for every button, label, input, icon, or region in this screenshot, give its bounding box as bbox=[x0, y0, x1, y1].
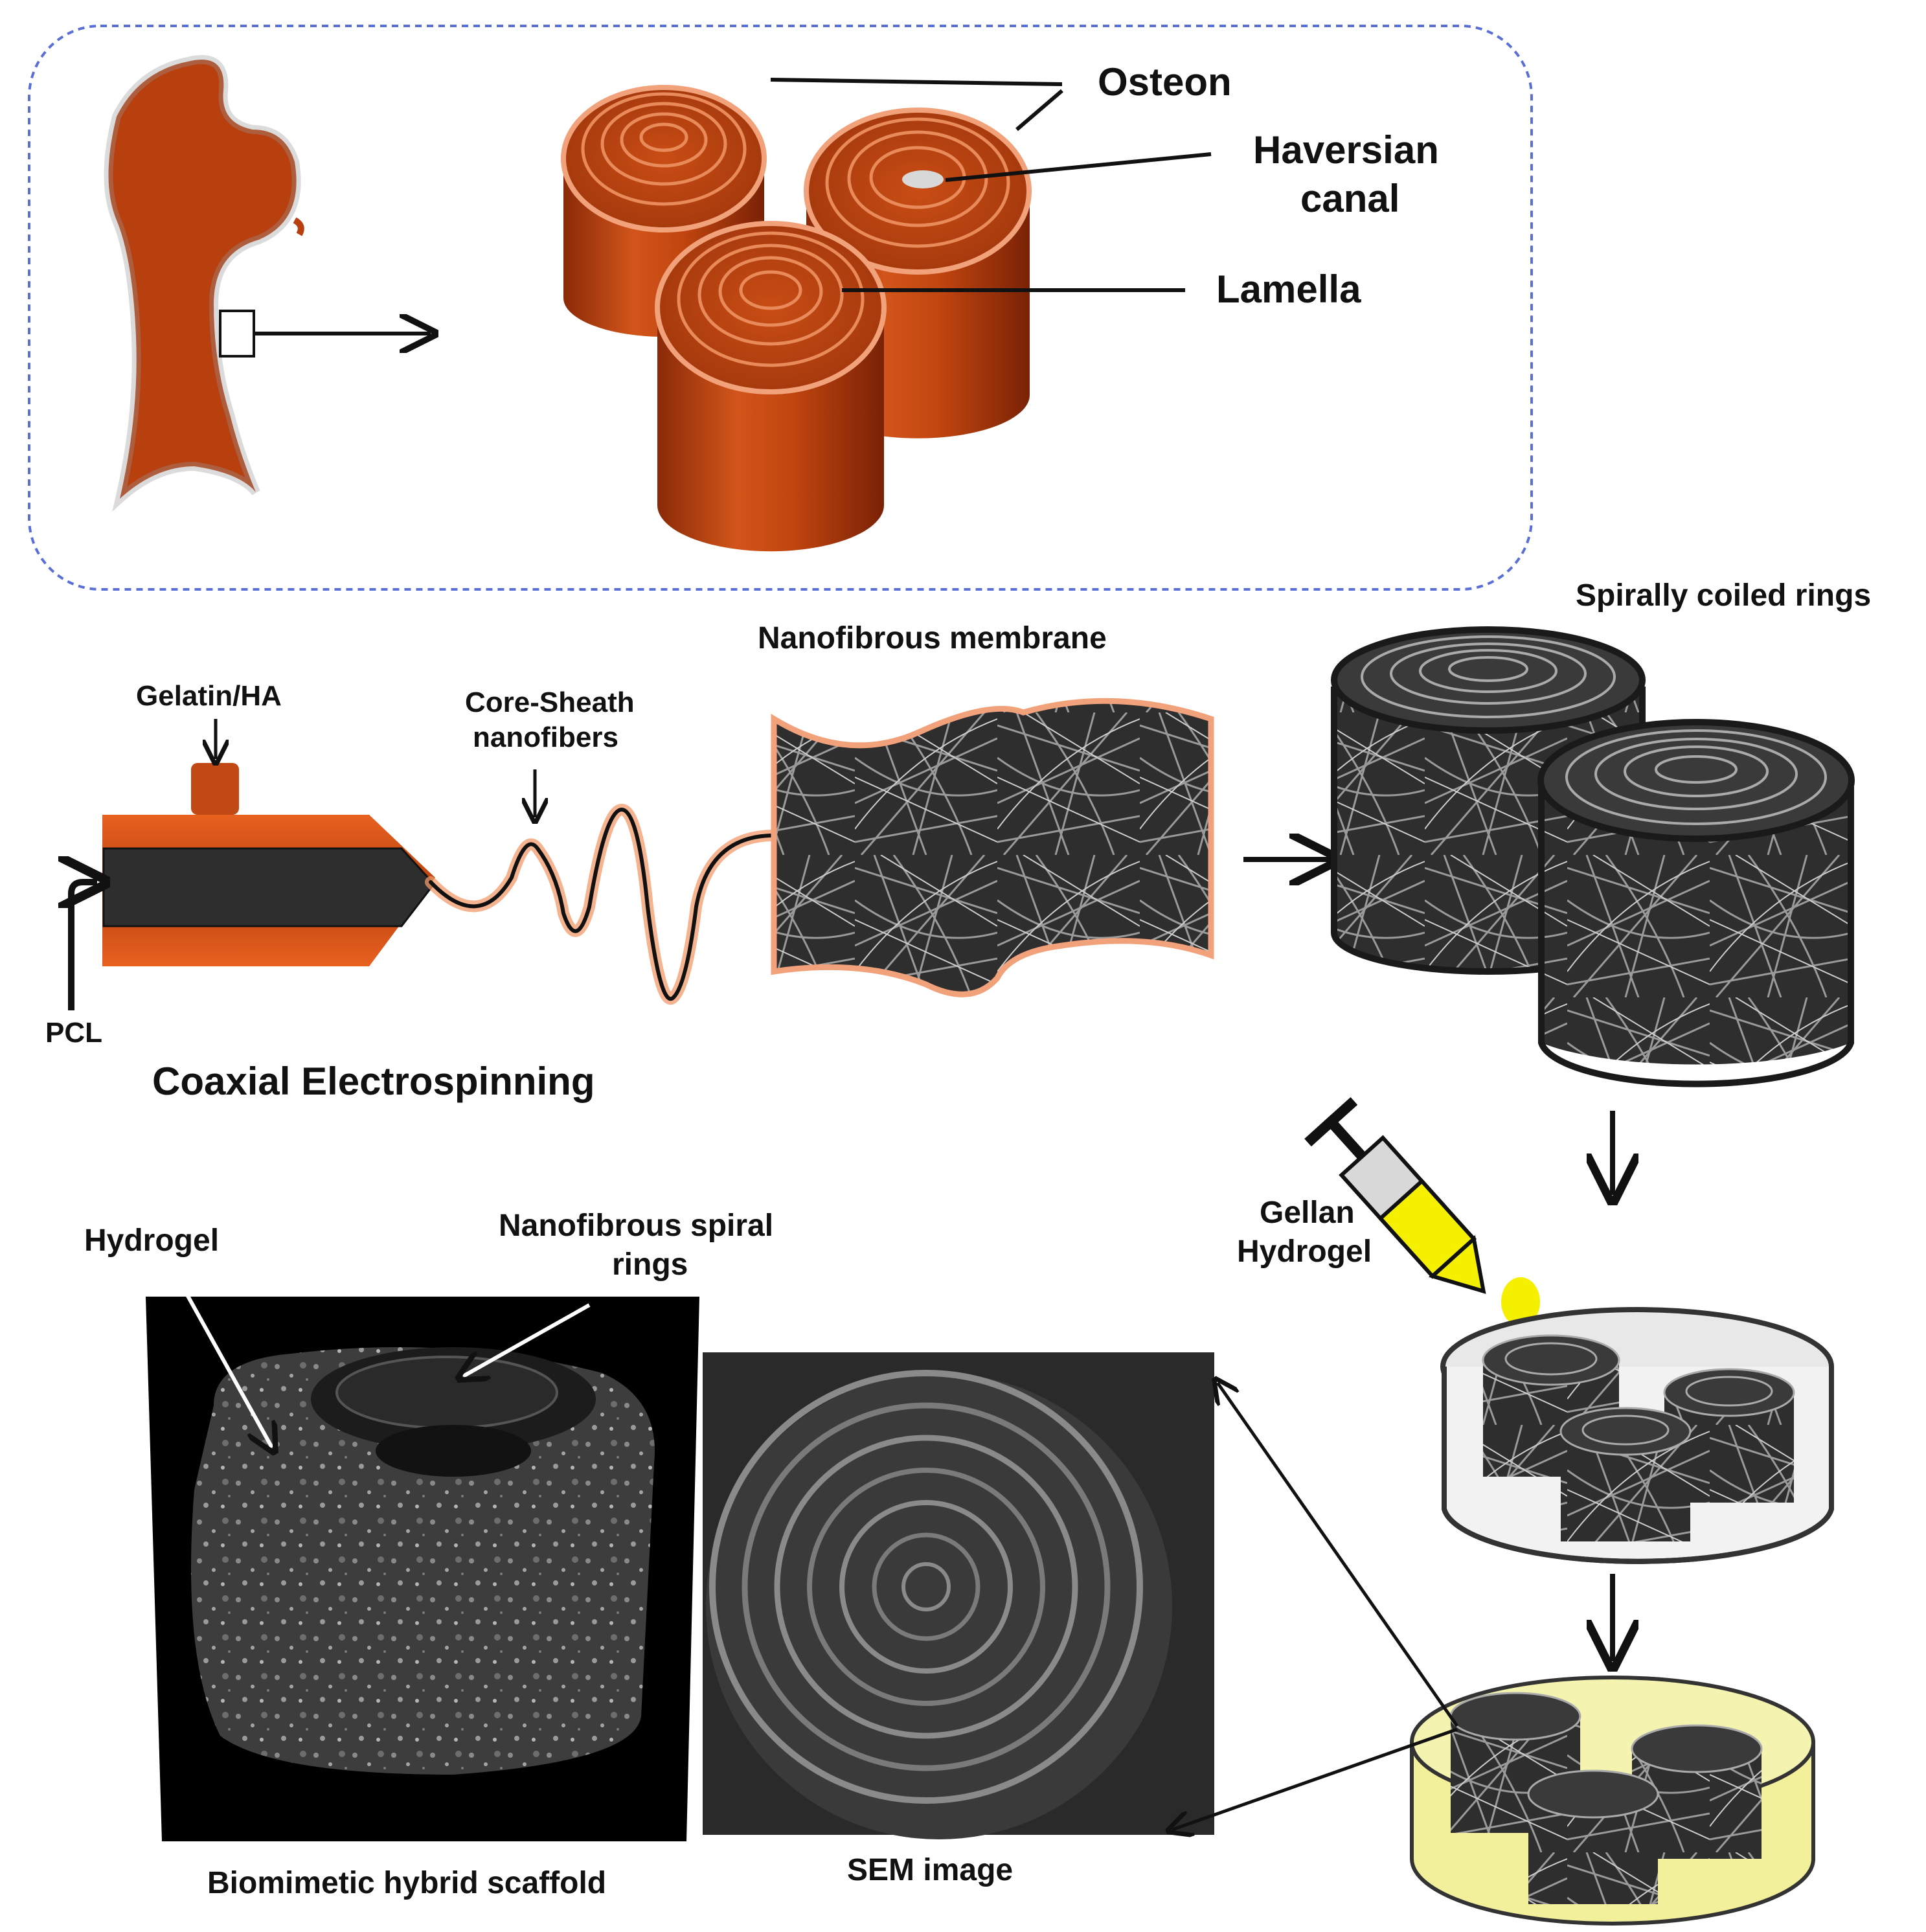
nanofibrous-spiral-label-1: Nanofibrous spiral bbox=[499, 1209, 774, 1243]
syringe-icon bbox=[1304, 1097, 1486, 1294]
hydrogel-pointer bbox=[173, 1271, 272, 1448]
spirally-coiled-rings-label: Spirally coiled rings bbox=[1576, 578, 1872, 613]
core-sheath-label-1: Core-Sheath bbox=[465, 687, 635, 718]
pcl-label: PCL bbox=[45, 1017, 102, 1049]
spiral-rings-pointer bbox=[463, 1303, 591, 1376]
coaxial-electrospinning-label: Coaxial Electrospinning bbox=[152, 1060, 595, 1103]
gelatin-ha-label: Gelatin/HA bbox=[136, 680, 282, 712]
biomimetic-scaffold-image bbox=[146, 1297, 699, 1841]
haversian-canal bbox=[902, 170, 944, 188]
core-sheath-label-2: nanofibers bbox=[473, 722, 618, 753]
hydrogel-label: Hydrogel bbox=[84, 1223, 220, 1258]
osteon-label: Osteon bbox=[1098, 60, 1232, 104]
osteon-cylinder-front bbox=[655, 221, 887, 552]
coaxial-nozzle bbox=[102, 763, 435, 966]
gellan-label-1: Gellan bbox=[1260, 1196, 1355, 1230]
hydrogel-dish bbox=[1410, 1676, 1815, 1926]
dish-to-sem-arrow-2 bbox=[1172, 1727, 1458, 1830]
gel-drop bbox=[1501, 1277, 1540, 1326]
osteon-leader-2 bbox=[1015, 89, 1063, 131]
haversian-leader bbox=[945, 152, 1212, 182]
dish-with-rings bbox=[1440, 1307, 1834, 1564]
osteon-leader-1 bbox=[770, 78, 1063, 86]
gellan-label-2: Hydrogel bbox=[1237, 1234, 1372, 1269]
coiled-ring-front bbox=[1537, 719, 1855, 1087]
sem-image-label: SEM image bbox=[847, 1853, 1014, 1887]
haversian-canal-label-2: canal bbox=[1300, 177, 1400, 220]
pcl-inlet-arrow bbox=[71, 882, 97, 1010]
nanofibrous-spiral-label-2: rings bbox=[612, 1247, 688, 1282]
biomimetic-scaffold-label: Biomimetic hybrid scaffold bbox=[207, 1866, 607, 1900]
top-panel-frame bbox=[28, 25, 1533, 591]
lamella-label: Lamella bbox=[1216, 267, 1361, 311]
nanofibrous-membrane-label: Nanofibrous membrane bbox=[758, 621, 1107, 655]
dish-to-sem-arrow-1 bbox=[1218, 1383, 1459, 1727]
haversian-canal-label-1: Haversian bbox=[1253, 128, 1439, 172]
sem-image bbox=[703, 1352, 1214, 1839]
bone-selection-box bbox=[219, 310, 255, 358]
femur-bone bbox=[104, 55, 304, 512]
nanofibrous-membrane bbox=[771, 698, 1214, 997]
